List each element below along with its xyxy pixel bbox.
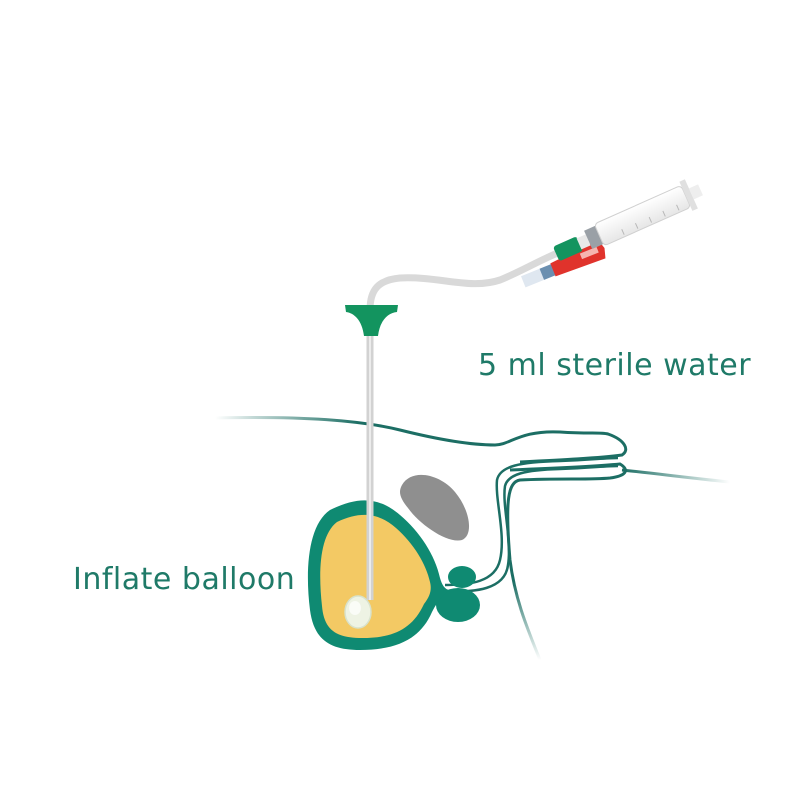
sterile-water-label: 5 ml sterile water — [478, 348, 752, 383]
drainage-funnel — [521, 239, 606, 288]
inflate-balloon-label: Inflate balloon — [73, 562, 296, 597]
syringe — [553, 179, 703, 261]
urethra — [444, 456, 619, 594]
balloon — [344, 595, 372, 629]
t-connector — [345, 305, 398, 336]
body-outline — [214, 416, 731, 661]
catheter-tube — [366, 248, 564, 600]
pubic-bone — [400, 474, 470, 541]
prostate — [436, 566, 480, 622]
